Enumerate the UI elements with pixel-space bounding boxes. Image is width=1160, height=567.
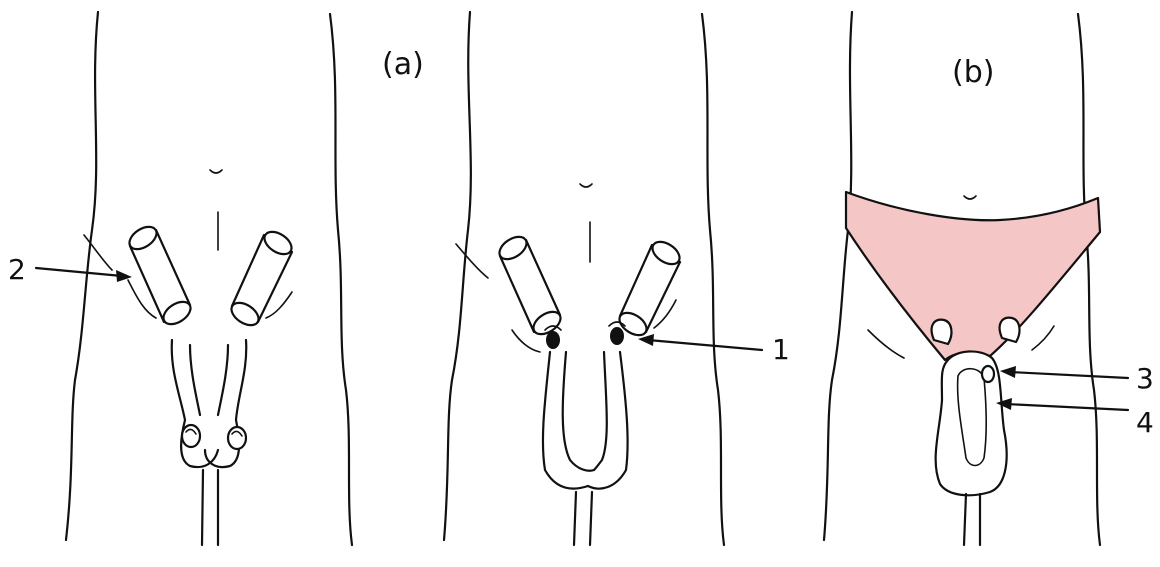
callout-arrow-4 [996,398,1128,410]
figure-2-u-tube [543,352,628,545]
figure-3-shaded-brief [846,192,1100,360]
figure-2-right-cylinder [616,237,684,339]
panel-label-a: (a) [382,47,424,82]
figure-1-left-cylinder [126,222,195,328]
figure-3-pouch [936,351,1007,545]
callout-arrow-2 [36,268,132,282]
figure-1-torso [66,12,352,545]
callout-arrow-1 [638,334,762,350]
figure-1-tubing [172,340,247,545]
callout-arrow-3 [1000,366,1128,378]
callout-label-4: 4 [1136,406,1154,439]
figure-2-left-cylinder [496,232,565,338]
figure-1-right-cylinder [228,227,296,329]
callout-label-3: 3 [1136,362,1154,395]
figure-2-torso [444,12,724,545]
callout-label-2: 2 [8,253,26,286]
panel-label-b: (b) [952,55,994,90]
callout-label-1: 1 [772,333,790,366]
